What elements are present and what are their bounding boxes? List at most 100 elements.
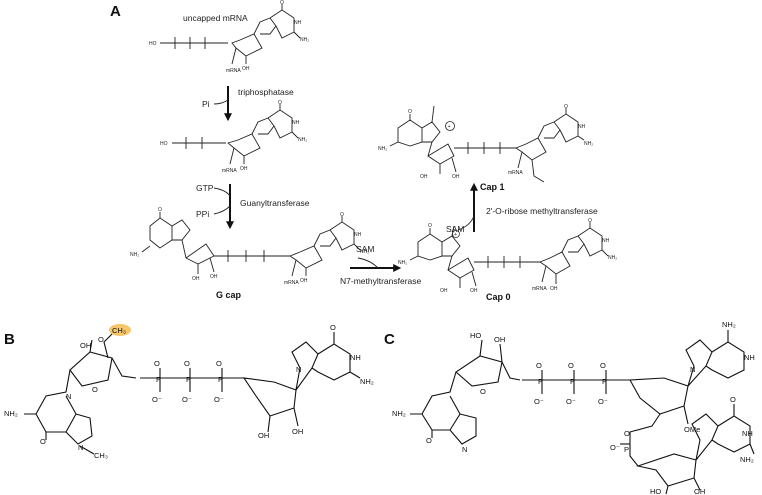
svg-text:O: O	[330, 323, 336, 332]
svg-text:O: O	[98, 335, 104, 344]
step4-reaction: SAM 2'-O-ribose methyltransferase	[446, 186, 598, 234]
svg-text:mRNA: mRNA	[532, 286, 547, 292]
svg-text:O⁻: O⁻	[598, 397, 608, 406]
svg-text:OH: OH	[420, 174, 428, 180]
svg-text:HO: HO	[650, 487, 661, 495]
svg-text:P: P	[186, 375, 191, 384]
svg-text:NH₂: NH₂	[360, 377, 374, 386]
svg-text:NH₂: NH₂	[298, 137, 307, 143]
svg-text:NH: NH	[350, 353, 361, 362]
panel-a-letter: A	[110, 3, 121, 20]
svg-text:O: O	[158, 207, 162, 213]
panel-c-letter: C	[384, 331, 395, 348]
svg-text:N: N	[690, 365, 695, 374]
panel-b-letter: B	[4, 331, 15, 348]
svg-text:OH: OH	[258, 431, 269, 440]
svg-text:mRNA: mRNA	[284, 280, 299, 286]
svg-text:P: P	[538, 377, 543, 386]
svg-text:O: O	[600, 361, 606, 370]
svg-text:O: O	[340, 212, 344, 218]
svg-text:NH₂: NH₂	[740, 455, 754, 464]
svg-text:O: O	[588, 218, 592, 224]
svg-text:NH: NH	[294, 20, 302, 26]
svg-text:P: P	[624, 445, 629, 454]
step3-cofactor: SAM	[356, 244, 374, 254]
step3-enzyme: N7-methyltransferase	[340, 276, 422, 286]
svg-text:NH₂: NH₂	[608, 255, 617, 261]
cap1-structure: O NH₂ + OH OH mRNA O NH NH₂ Cap 1	[378, 104, 593, 192]
svg-text:CH₃: CH₃	[94, 451, 108, 460]
step1-byproduct: Pi	[202, 99, 210, 109]
svg-text:O: O	[280, 0, 284, 6]
step2-substrate: GTP	[196, 183, 214, 193]
svg-text:OH: OH	[300, 278, 308, 284]
uncapped-mrna-structure: uncapped mRNA HO OH mRNA O NH NH₂	[149, 0, 309, 74]
svg-text:O: O	[408, 109, 412, 115]
step4-enzyme: 2'-O-ribose methyltransferase	[486, 206, 598, 216]
cap0-structure: O NH₂ + OH OH OH mRNA O NH NH₂ Cap 0	[398, 218, 617, 302]
svg-text:P: P	[156, 375, 161, 384]
svg-text:O: O	[568, 361, 574, 370]
panel-c-cap-structure: HO OH O O NH₂ N P P P O O O O⁻ O⁻ O⁻ OMe…	[392, 320, 755, 495]
svg-text:O: O	[40, 437, 46, 446]
svg-text:P: P	[218, 375, 223, 384]
svg-text:O⁻: O⁻	[534, 397, 544, 406]
svg-text:+: +	[448, 124, 451, 130]
svg-text:O⁻: O⁻	[610, 443, 620, 452]
svg-text:OH: OH	[452, 174, 460, 180]
step1-enzyme: triphosphatase	[238, 87, 294, 97]
svg-text:O: O	[730, 395, 736, 404]
svg-text:N: N	[462, 445, 467, 454]
svg-text:O: O	[624, 429, 630, 438]
svg-text:N: N	[296, 365, 301, 374]
svg-text:O⁻: O⁻	[182, 395, 192, 404]
svg-text:OH: OH	[292, 427, 303, 436]
svg-text:NH: NH	[578, 124, 586, 130]
g-cap-structure: O NH₂ OH OH OH mRNA O NH NH₂ G cap	[130, 207, 369, 300]
svg-text:NH: NH	[292, 120, 300, 126]
svg-text:O⁻: O⁻	[152, 395, 162, 404]
svg-text:CH₃: CH₃	[112, 326, 126, 335]
svg-text:NH: NH	[602, 238, 610, 244]
svg-text:O⁻: O⁻	[214, 395, 224, 404]
svg-text:OH: OH	[550, 286, 558, 292]
step2-byproduct: PPi	[196, 209, 209, 219]
svg-text:NH: NH	[744, 353, 755, 362]
svg-text:mRNA: mRNA	[222, 168, 237, 174]
svg-text:mRNA: mRNA	[508, 170, 523, 176]
svg-text:OH: OH	[440, 288, 448, 294]
svg-text:NH₂: NH₂	[398, 260, 407, 266]
svg-text:OH: OH	[470, 288, 478, 294]
svg-text:NH₂: NH₂	[584, 141, 593, 147]
svg-text:O: O	[216, 359, 222, 368]
svg-text:HO: HO	[149, 41, 157, 47]
step2-reaction: GTP PPi Guanyltransferase	[196, 183, 310, 226]
svg-text:O: O	[564, 104, 568, 110]
cap1-label: Cap 1	[480, 182, 505, 192]
svg-text:NH₂: NH₂	[300, 37, 309, 43]
svg-text:O: O	[278, 100, 282, 106]
svg-text:HO: HO	[160, 141, 168, 147]
g-cap-label: G cap	[216, 290, 242, 300]
step4-cofactor: SAM	[446, 224, 464, 234]
svg-text:O: O	[480, 387, 486, 396]
svg-text:O: O	[184, 359, 190, 368]
svg-text:NH₂: NH₂	[130, 252, 139, 258]
svg-text:OH: OH	[192, 276, 200, 282]
svg-text:OH: OH	[80, 341, 91, 350]
svg-text:O: O	[154, 359, 160, 368]
svg-text:OH: OH	[242, 66, 250, 72]
svg-text:NH₂: NH₂	[4, 409, 18, 418]
uncapped-mrna-label: uncapped mRNA	[183, 13, 248, 23]
svg-text:O: O	[428, 223, 432, 229]
svg-text:O: O	[426, 436, 432, 445]
svg-text:O⁻: O⁻	[566, 397, 576, 406]
svg-text:O: O	[92, 385, 98, 394]
svg-text:N: N	[66, 392, 71, 401]
panel-b-cap-structure: CH₃ OH O O N O NH₂ N CH₃ P P P O O O O⁻ …	[4, 323, 374, 460]
svg-text:OH: OH	[494, 335, 505, 344]
cap0-label: Cap 0	[486, 292, 511, 302]
svg-text:NH: NH	[742, 429, 753, 438]
svg-text:OH: OH	[210, 274, 218, 280]
